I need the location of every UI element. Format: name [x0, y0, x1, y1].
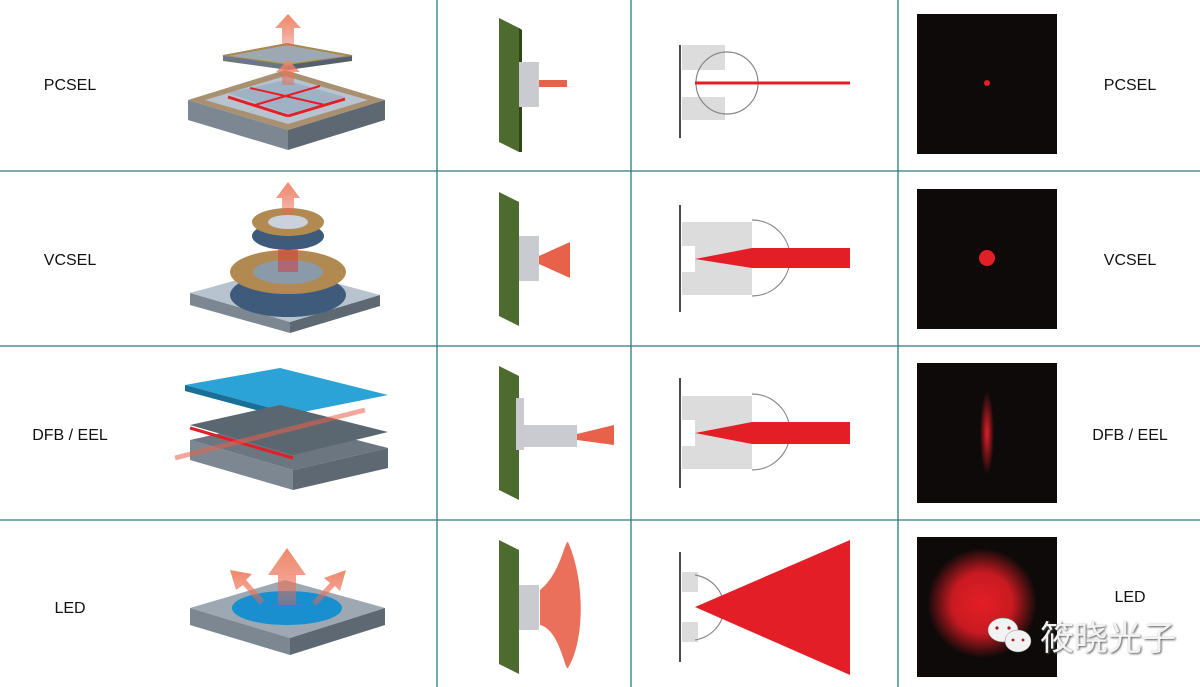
row-label-right: PCSEL — [1103, 77, 1157, 94]
row-label-left: DFB / EEL — [32, 427, 108, 444]
led-chip-illustration — [190, 548, 385, 655]
pcsel-chip-illustration — [188, 14, 385, 150]
beam-spot-panels — [917, 14, 1057, 677]
row-label-right: LED — [1114, 589, 1146, 606]
pcb-vcsel — [499, 192, 570, 326]
spot-panel-dfb-eel — [917, 363, 1057, 503]
row-label-right: VCSEL — [1103, 252, 1157, 269]
spot-panel-vcsel — [917, 189, 1057, 329]
pcb-led — [499, 540, 581, 674]
schematic-led — [679, 540, 850, 675]
beam-schematics — [679, 45, 850, 675]
pcb-pcsel — [499, 18, 567, 152]
schematic-dfb-eel — [679, 378, 850, 488]
row-label-left: PCSEL — [43, 77, 97, 94]
row-label-right: DFB / EEL — [1092, 427, 1168, 444]
schematic-vcsel — [679, 205, 850, 312]
spot-panel-led — [917, 537, 1057, 677]
pcb-dfb-eel — [499, 366, 614, 500]
dfb-eel-chip-illustration — [174, 368, 388, 490]
pcb-laser-views — [499, 18, 614, 674]
vcsel-chip-illustration — [190, 182, 380, 333]
spot-panel-pcsel — [917, 14, 1057, 154]
wechat-icon — [987, 617, 1032, 653]
row-label-left: LED — [54, 600, 86, 617]
watermark-text: 筱晓光子 — [1040, 620, 1176, 658]
row-label-left: VCSEL — [43, 252, 97, 269]
schematic-pcsel — [679, 45, 850, 138]
